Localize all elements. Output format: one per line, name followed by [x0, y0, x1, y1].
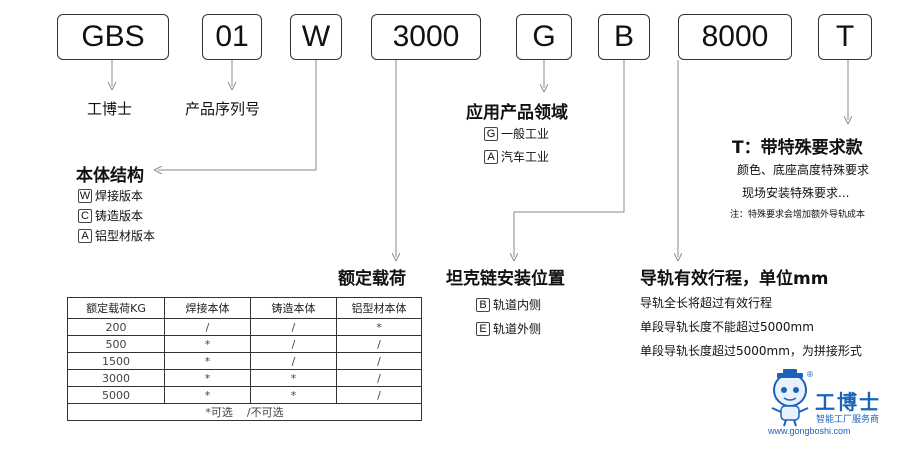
logo-url: www.gongboshi.com: [768, 426, 851, 436]
option-text: 铝型材版本: [95, 229, 156, 243]
chain-option-outer: E 轨道外侧: [476, 320, 541, 337]
option-text: 轨道外侧: [493, 322, 542, 336]
option-letter: C: [78, 208, 92, 223]
body-option-aluminum: A 铝型材版本: [78, 227, 155, 244]
table-cell: /: [336, 335, 422, 353]
custom-note: 注：特殊要求会增加额外导轨成本: [730, 210, 866, 220]
table-row: 1500 * / /: [67, 352, 422, 370]
option-letter: G: [484, 126, 498, 141]
code-box-serial: 01: [202, 14, 262, 60]
body-option-cast: C 铸造版本: [78, 207, 143, 224]
code-box-custom: T: [818, 14, 872, 60]
stroke-line-3: 单段导轨长度超过5000mm，为拼接形式: [640, 344, 862, 358]
table-cell: /: [336, 352, 422, 370]
table-header: 铸造本体: [250, 297, 337, 319]
table-cell: *: [164, 352, 251, 370]
label-industry: 应用产品领域: [466, 103, 568, 123]
table-row: 5000 * * /: [67, 386, 422, 404]
option-text: 轨道内侧: [493, 298, 542, 312]
table-cell: *: [336, 318, 422, 336]
mascot-robot-icon: [771, 369, 809, 427]
option-text: 汽车工业: [501, 150, 550, 164]
table-cell: *: [164, 335, 251, 353]
option-letter: B: [476, 297, 490, 312]
table-cell: /: [336, 386, 422, 404]
option-text: 焊接版本: [95, 189, 144, 203]
table-cell: *: [250, 386, 337, 404]
option-text: 一般工业: [501, 127, 550, 141]
table-note: *可选 /不可选: [67, 403, 422, 421]
stroke-line-1: 导轨全长将超过有效行程: [640, 296, 773, 310]
logo-name: 工博士: [815, 390, 881, 414]
logo-tagline: 智能工厂服务商: [816, 415, 880, 425]
label-chain: 坦克链安装位置: [446, 269, 565, 289]
table-row: 3000 * * /: [67, 369, 422, 387]
label-serial: 产品序列号: [185, 100, 261, 118]
label-brand: 工博士: [87, 100, 133, 118]
table-cell: *: [164, 386, 251, 404]
body-option-welded: W 焊接版本: [78, 187, 143, 204]
table-cell: 1500: [67, 352, 165, 370]
table-cell: *: [250, 369, 337, 387]
option-letter: A: [484, 149, 498, 164]
code-box-load: 3000: [371, 14, 481, 60]
table-header-row: 额定载荷KG 焊接本体 铸造本体 铝型材本体: [67, 297, 422, 319]
code-box-stroke: 8000: [678, 14, 792, 60]
table-cell: 200: [67, 318, 165, 336]
custom-line-2: 现场安装特殊要求...: [742, 186, 850, 200]
industry-option-auto: A 汽车工业: [484, 148, 549, 165]
table-header: 铝型材本体: [336, 297, 422, 319]
code-box-body: W: [290, 14, 342, 60]
label-load: 额定载荷: [338, 269, 406, 289]
table-cell: /: [250, 335, 337, 353]
code-box-chain: B: [598, 14, 650, 60]
table-cell: 3000: [67, 369, 165, 387]
code-box-brand: GBS: [57, 14, 169, 60]
label-custom: T：带特殊要求款: [732, 138, 863, 158]
load-table: 额定载荷KG 焊接本体 铸造本体 铝型材本体 200 / / * 500 * /…: [67, 297, 422, 421]
custom-line-1: 颜色、底座高度特殊要求: [737, 163, 870, 177]
table-row: 200 / / *: [67, 318, 422, 336]
option-letter: A: [78, 228, 92, 243]
industry-option-general: G 一般工业: [484, 125, 549, 142]
table-cell: *: [164, 369, 251, 387]
stroke-line-2: 单段导轨长度不能超过5000mm: [640, 320, 814, 334]
table-cell: 500: [67, 335, 165, 353]
table-cell: /: [250, 318, 337, 336]
table-note-row: *可选 /不可选: [67, 403, 422, 421]
table-cell: 5000: [67, 386, 165, 404]
table-header: 焊接本体: [164, 297, 251, 319]
table-header: 额定载荷KG: [67, 297, 165, 319]
option-letter: W: [78, 188, 92, 203]
table-cell: /: [250, 352, 337, 370]
chain-option-inner: B 轨道内侧: [476, 296, 541, 313]
option-text: 铸造版本: [95, 209, 144, 223]
table-cell: /: [336, 369, 422, 387]
line-body: [158, 60, 317, 170]
table-row: 500 * / /: [67, 335, 422, 353]
code-box-industry: G: [516, 14, 572, 60]
line-chain: [514, 60, 625, 257]
label-stroke: 导轨有效行程，单位mm: [640, 269, 829, 289]
label-body-structure: 本体结构: [76, 166, 144, 186]
registered-mark: ®: [806, 370, 814, 379]
table-cell: /: [164, 318, 251, 336]
option-letter: E: [476, 321, 490, 336]
